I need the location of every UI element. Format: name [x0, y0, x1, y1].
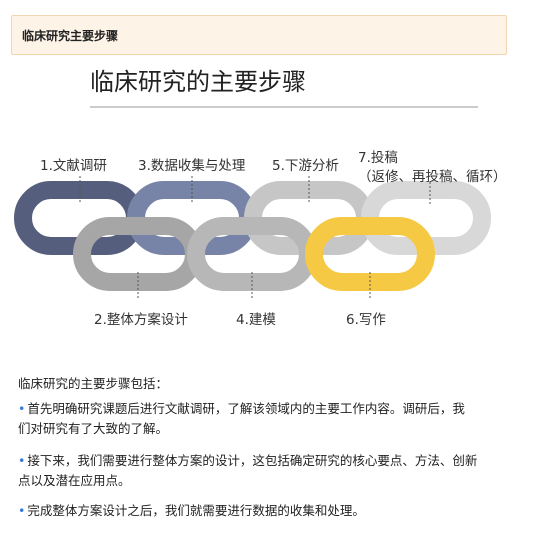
step-label-2: 2.整体方案设计	[94, 311, 188, 328]
bullet-dot: •	[18, 401, 26, 416]
bullet-1-line1: 首先明确研究课题后进行文献调研，了解该领域内的主要工作内容。调研后，我	[27, 401, 465, 416]
intro-text: 临床研究的主要步骤包括：	[18, 376, 169, 391]
step-label-7b: （返修、再投稿、循环）	[358, 169, 507, 185]
section-header: 临床研究主要步骤	[11, 15, 507, 55]
steps-chain-figure: 临床研究的主要步骤 1.文献调研 3.数据收集与处理 5.下游分析 7.投稿 （…	[14, 68, 507, 328]
bullet-dot: •	[18, 503, 26, 518]
figure-title: 临床研究的主要步骤	[90, 68, 306, 96]
bullet-2-line1: 接下来，我们需要进行整体方案的设计，这包括确定研究的核心要点、方法、创新	[27, 453, 478, 468]
section-header-title: 临床研究主要步骤	[22, 29, 119, 43]
chain-links	[14, 181, 491, 291]
label-connectors	[79, 176, 431, 300]
bullet-item-2: •接下来，我们需要进行整体方案的设计，这包括确定研究的核心要点、方法、创新 点以…	[18, 451, 518, 491]
bullet-dot: •	[18, 453, 26, 468]
step-label-6: 6.写作	[346, 312, 386, 328]
step-label-7a: 7.投稿	[358, 150, 398, 166]
bullet-2-line2: 点以及潜在应用点。	[18, 473, 131, 488]
bullet-3-line1: 完成整体方案设计之后，我们就需要进行数据的收集和处理。	[27, 503, 365, 518]
step-label-4: 4.建模	[236, 312, 276, 328]
step-label-1: 1.文献调研	[40, 158, 107, 174]
step-label-5: 5.下游分析	[272, 158, 339, 174]
bullet-item-1: •首先明确研究课题后进行文献调研，了解该领域内的主要工作内容。调研后，我 们对研…	[18, 399, 518, 439]
bullet-item-3: •完成整体方案设计之后，我们就需要进行数据的收集和处理。	[18, 501, 518, 521]
bullet-1-line2: 们对研究有了大致的了解。	[18, 421, 169, 436]
step-label-3: 3.数据收集与处理	[138, 158, 246, 174]
